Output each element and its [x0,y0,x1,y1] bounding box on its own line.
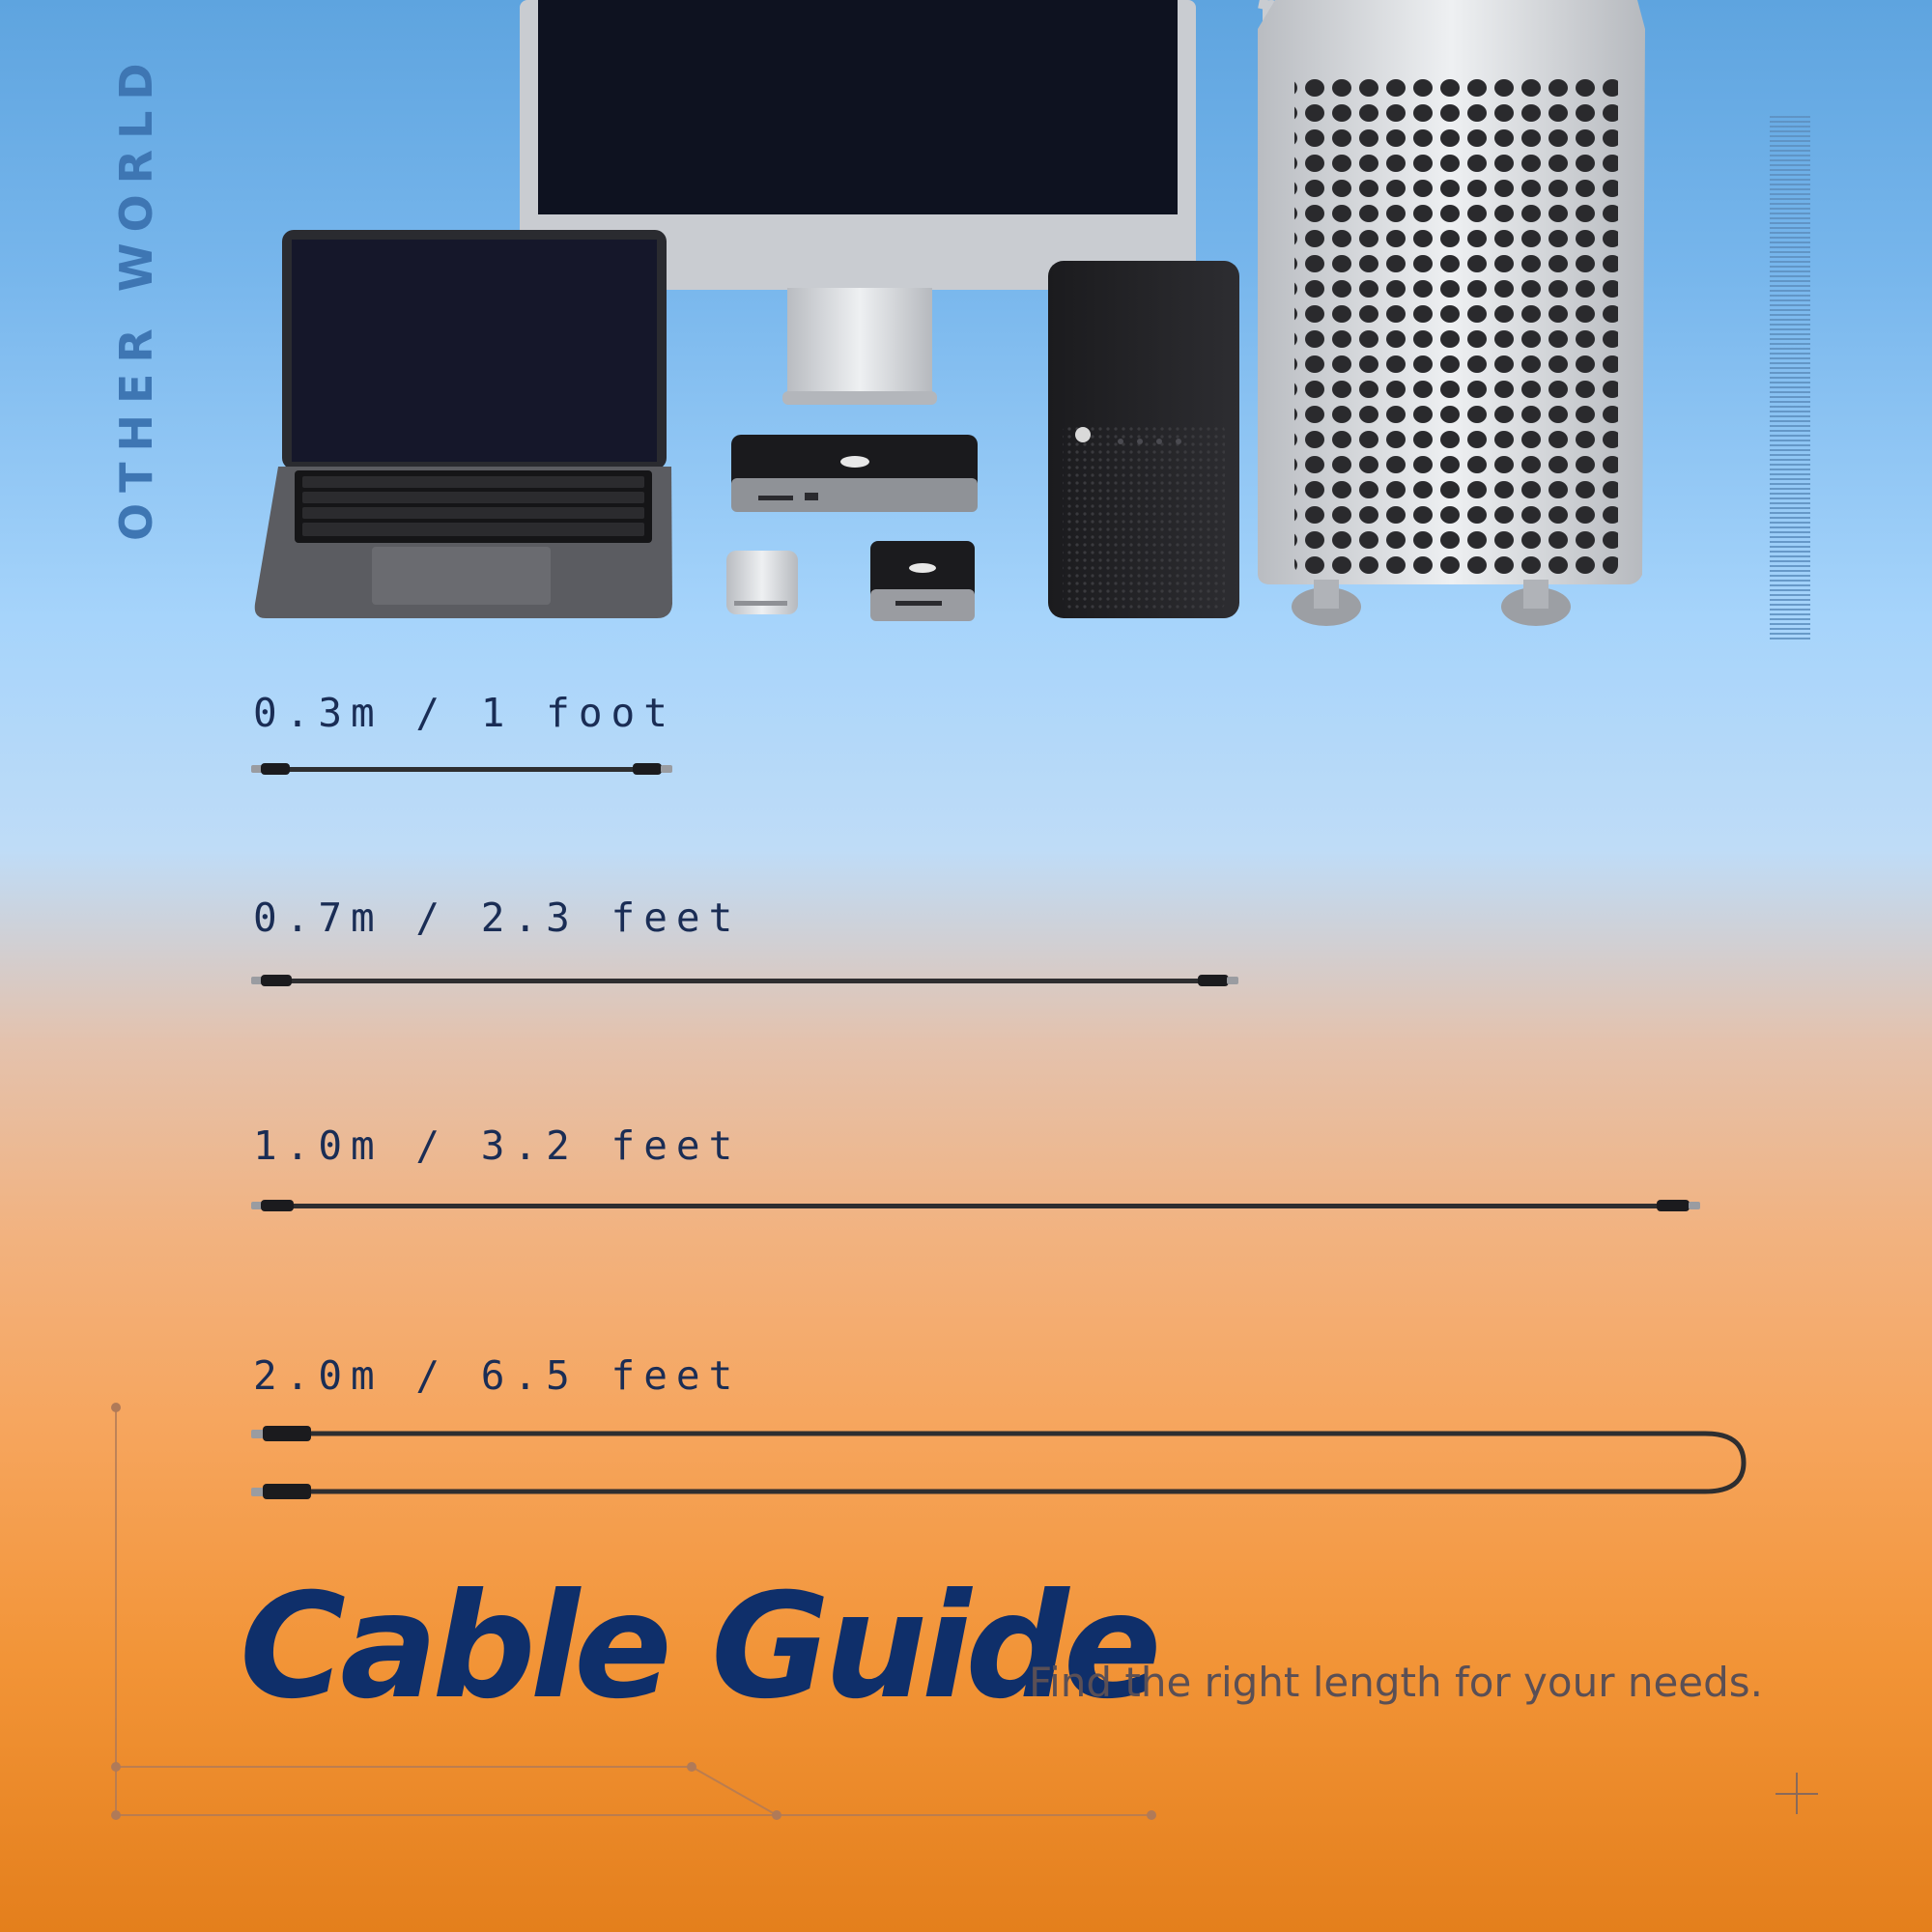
cable-1-0m [251,1200,1700,1211]
imac-illustration [520,0,1196,405]
raid-enclosure-illustration [1048,261,1239,618]
cable-0-7m [251,975,1238,986]
laptop-illustration [254,230,672,618]
card-reader-illustration [870,541,975,621]
devices-illustration [254,0,1645,626]
cable-length-label-3: 1.0m / 3.2 feet [253,1122,742,1169]
brand-wordmark-text: OTHER WORLD [110,52,162,541]
cable-2-0m [251,1426,1747,1499]
decorative-stripes [1770,116,1810,639]
page-subtitle: Find the right length for your needs. [1029,1659,1764,1706]
brand-wordmark: OTHER WORLD [110,52,162,541]
cable-length-label-2: 0.7m / 2.3 feet [253,895,742,941]
dock-illustration [731,435,978,512]
cable-0-3m [251,763,672,775]
plus-icon [1776,1773,1818,1814]
mac-pro-illustration [1258,0,1645,626]
cable-length-label-4: 2.0m / 6.5 feet [253,1352,742,1399]
portable-ssd-illustration [726,551,798,614]
cable-length-label-1: 0.3m / 1 foot [253,690,676,736]
page-title: Cable Guide [240,1563,1161,1731]
